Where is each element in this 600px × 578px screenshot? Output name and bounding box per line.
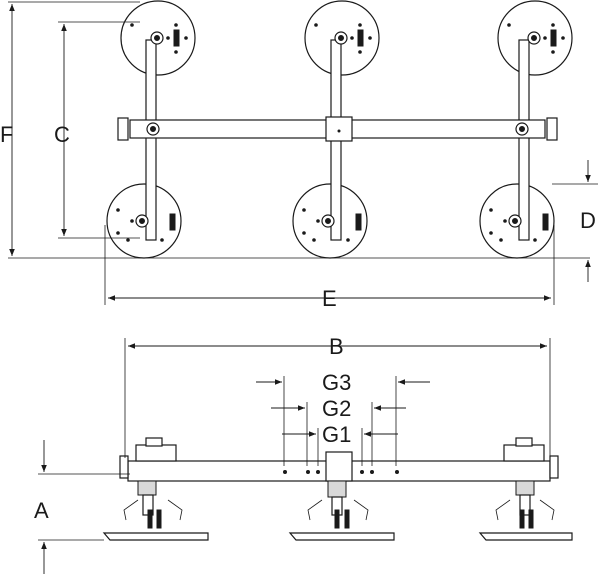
dimension-label-f: F (0, 122, 13, 147)
side-module-center (288, 451, 395, 541)
dimension-label-a: A (34, 498, 49, 523)
side-dimensions (38, 338, 551, 574)
dimension-label-g2: G2 (322, 396, 351, 421)
side-module-right (478, 437, 573, 541)
dimension-label-g1: G1 (322, 422, 351, 447)
top-dimensions (8, 1, 598, 305)
side-module-left (102, 437, 209, 541)
dimension-label-g3: G3 (322, 370, 351, 395)
side-view (38, 338, 573, 574)
main-crossbar (117, 116, 558, 142)
top-view (8, 0, 598, 305)
valve-fittings (135, 29, 557, 231)
dimension-label-b: B (329, 334, 344, 359)
dimension-label-d: D (580, 208, 596, 233)
pad-holes (116, 23, 565, 242)
dimension-label-e: E (322, 286, 337, 311)
dimension-label-c: C (54, 122, 70, 147)
